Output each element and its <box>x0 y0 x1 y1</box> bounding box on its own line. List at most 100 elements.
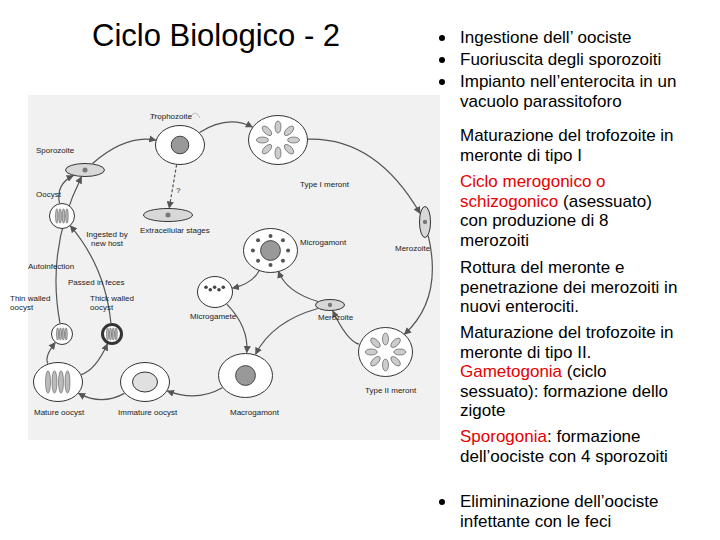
stage-label: Merozoite <box>318 313 353 322</box>
edge-label: ? <box>176 186 180 195</box>
stage-node: Thick walled oocyst <box>101 323 123 345</box>
stage-label: Type I meront <box>300 180 349 189</box>
merozoite-shape <box>256 137 268 143</box>
microvilli <box>150 113 200 120</box>
sporozoite-shape <box>115 328 117 340</box>
zygote-wall <box>133 372 158 392</box>
stage-label: Oocyst <box>36 190 61 199</box>
nucleus-dot <box>268 262 272 266</box>
stage-label: Macrogamont <box>230 408 279 417</box>
sporozoite-shape <box>109 328 111 340</box>
cell-drawing <box>33 362 83 402</box>
bullet-item: Gametogonia(ciclo sessuato): formazione … <box>460 362 678 421</box>
stage-label: Microgamont <box>300 238 346 247</box>
stage-label: Sporozoite <box>36 146 74 155</box>
bullet-dot <box>439 79 445 85</box>
cell-drawing <box>120 362 170 402</box>
stage-node: Microgamete <box>197 276 233 308</box>
cycle-arrow <box>278 271 318 301</box>
stage-node: Macrogamont <box>218 353 273 398</box>
sporozoite-shape <box>112 328 114 340</box>
cycle-arrow <box>79 393 125 399</box>
cell-outline <box>198 277 233 308</box>
cycle-arrow <box>233 271 260 288</box>
stage-label: Immature oocyst <box>118 408 177 417</box>
sporozoite-shape <box>65 328 67 340</box>
stage-node: Extracellular stages <box>143 208 193 222</box>
merozoite-shape <box>393 349 405 355</box>
bullet-text: Maturazione del trofozoite in meronte di… <box>460 126 674 165</box>
nucleus <box>260 240 280 260</box>
cell-drawing <box>155 125 205 165</box>
sporozoite-shape <box>57 328 59 340</box>
bullet-item: Elimininazione dell’oociste infettante c… <box>460 492 678 531</box>
sporozoite-shape <box>59 209 62 224</box>
stage-node: Type I meront <box>248 115 308 165</box>
stage-label: Mature oocyst <box>34 408 84 417</box>
sporozoite-shape <box>59 371 64 393</box>
cell-outline <box>121 363 170 402</box>
merozoite-shape <box>275 147 281 159</box>
edge-label: Autoinfection <box>28 262 74 271</box>
bullet-item: Ciclo merogonico o schizogonico(asessuat… <box>460 172 678 250</box>
bullet-dot <box>439 35 445 41</box>
path-note: Passed in feces <box>68 278 124 287</box>
sporozoite-shape <box>56 209 59 224</box>
cycle-arrow <box>256 309 318 355</box>
merozoite-shape <box>283 143 296 156</box>
bullet-text: Ingestione dell’ oociste <box>460 28 631 47</box>
cell-drawing <box>315 299 345 311</box>
highlight-term: Gametogonia <box>460 362 562 381</box>
cycle-arrow <box>93 139 156 163</box>
stage-label: Thin walled oocyst <box>10 294 54 312</box>
cell-outline <box>420 207 431 238</box>
sporozoite-shape <box>52 371 57 393</box>
merozoite-shape <box>288 137 300 143</box>
stage-node: Type II meront <box>358 327 413 377</box>
sporozoite-shape <box>107 328 109 340</box>
gamete-dot <box>221 285 225 289</box>
nucleus <box>423 220 427 224</box>
bullet-item: Ingestione dell’ oociste <box>460 28 678 48</box>
cell-outline <box>249 116 308 165</box>
merozoite-shape <box>369 355 382 368</box>
cell-drawing <box>49 203 75 229</box>
cell-outline <box>52 324 73 345</box>
sporozoite-shape <box>62 328 64 340</box>
bullet-item: Maturazione del trofozoite in meronte di… <box>460 323 678 362</box>
sporozoite-shape <box>66 209 69 224</box>
nucleus <box>235 365 255 385</box>
stage-node: Merozoite <box>419 206 431 238</box>
sporozoite-shape <box>59 328 61 340</box>
stage-node: Thin walled oocyst <box>51 323 73 345</box>
cell-outline <box>358 328 412 377</box>
nucleus <box>82 167 87 172</box>
merozoite-shape <box>369 336 382 349</box>
sporozoite-shape <box>62 209 65 224</box>
merozoite-shape <box>261 124 274 137</box>
stage-label: Microgamete <box>190 312 236 321</box>
cycle-arrow <box>227 304 247 352</box>
illustration-background <box>28 95 440 440</box>
gamete-dot <box>217 288 221 292</box>
gamete-dot <box>209 288 213 292</box>
cycle-arrow <box>81 344 107 375</box>
cell-outline <box>316 300 345 311</box>
bullet-item: Rottura del meronte e penetrazione dei m… <box>460 258 678 317</box>
cell-outline <box>103 325 122 344</box>
stage-node: Trophozoite <box>155 125 205 165</box>
cycle-arrow <box>169 165 176 208</box>
stage-label: Extracellular stages <box>140 226 210 235</box>
merozoite-shape <box>389 355 402 368</box>
cell-outline <box>66 164 105 177</box>
nucleus <box>328 303 332 307</box>
cell-drawing <box>248 115 308 165</box>
merozoite-shape <box>382 359 388 371</box>
gamete-dot <box>204 285 208 289</box>
cell-outline <box>144 209 193 222</box>
bullet-item: Maturazione del trofozoite in meronte di… <box>460 126 678 165</box>
stage-node: Oocyst <box>49 203 75 229</box>
merozoite-shape <box>275 121 281 133</box>
cell-drawing <box>65 163 105 177</box>
